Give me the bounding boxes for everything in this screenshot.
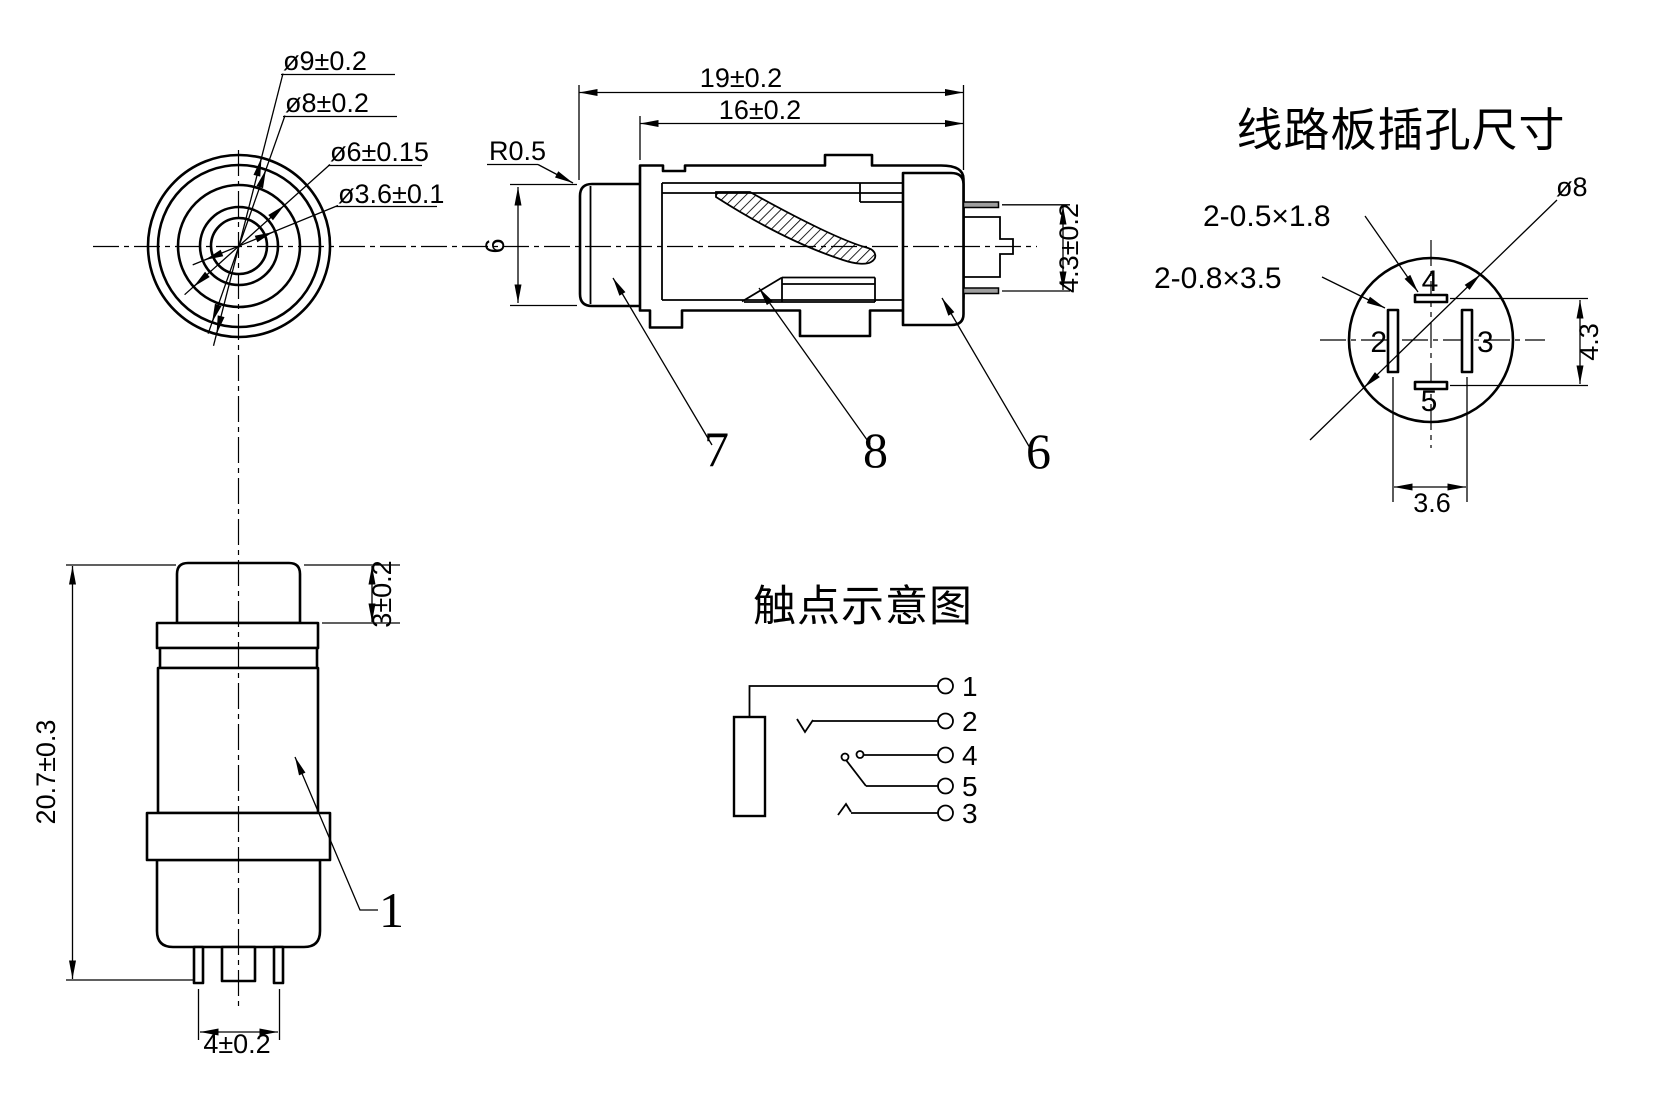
terminal-label-1: 1 [962, 671, 978, 702]
wire-terminal-1 [748, 685, 938, 717]
ring-contact-mark [837, 802, 852, 816]
flange [155, 621, 320, 650]
terminal-label-2: 2 [962, 706, 978, 737]
leader-balloon-8 [758, 287, 871, 445]
dim-diameter-9: ø9±0.2 [283, 46, 367, 76]
pcb-pin-label-2: 2 [1370, 326, 1387, 359]
balloon-6: 6 [1026, 423, 1051, 479]
leader-balloon-6 [941, 297, 1031, 449]
dim-overall-length: 19±0.2 [700, 63, 782, 93]
dia8-arrow-upper [1464, 274, 1481, 290]
dim-slot-small: 2-0.5×1.8 [1203, 200, 1331, 233]
side-section-view: 19±0.2 16±0.2 R0.5 6 4.3±0.2 7 8 6 [480, 63, 1084, 479]
dim-body-length: 16±0.2 [719, 95, 801, 125]
elev-pin-left [192, 945, 205, 985]
plug-symbol [732, 715, 767, 818]
dim-diameter-6: ø6±0.15 [330, 137, 429, 167]
leader-balloon-7 [612, 277, 713, 446]
pcb-slot-5 [1413, 380, 1449, 391]
dim-cap-height: 3±0.2 [367, 560, 397, 627]
arrow-dia8-far [211, 303, 222, 323]
dim-radius: R0.5 [489, 136, 546, 166]
pcb-hole-view: 线路板插孔尺寸 4 2 3 5 ø8 2-0.5×1.8 2-0.8×3.5 4… [1154, 104, 1604, 518]
balloon-1: 1 [379, 882, 404, 938]
dim-total-height: 20.7±0.3 [31, 720, 61, 825]
pcb-pin-label-3: 3 [1477, 326, 1494, 359]
terminal-label-3: 3 [962, 798, 978, 829]
terminal-circle-3 [937, 804, 954, 822]
front-view: ø9±0.2 ø8±0.2 ø6±0.15 ø3.6±0.1 [146, 46, 444, 346]
arrow-dia36-near [254, 231, 274, 243]
spring-contact-hatched [715, 191, 877, 265]
pcb-pin-label-5: 5 [1421, 385, 1438, 418]
pcb-slot-4 [1413, 293, 1449, 304]
balloon-8: 8 [863, 422, 888, 478]
dim-pin-span: 4±0.2 [203, 1029, 270, 1059]
balloon-7: 7 [704, 421, 729, 477]
terminal-circle-5 [937, 777, 954, 795]
elevation-view: 20.7±0.3 3±0.2 4±0.2 1 [31, 560, 404, 1059]
arrow-dia6-near [268, 204, 285, 221]
elev-pin-right [272, 945, 285, 985]
bushing-outline [578, 182, 640, 308]
dim-pcb-diameter: ø8 [1556, 172, 1588, 202]
terminal-label-4: 4 [962, 740, 978, 771]
pcb-slot-2 [1386, 308, 1400, 374]
arrow-dia8-near [256, 169, 267, 189]
leader-slot-small [1364, 215, 1419, 293]
tip-contact-mark [796, 718, 814, 734]
dia8-arrow-lower [1363, 372, 1380, 388]
pcb-view-title: 线路板插孔尺寸 [1237, 104, 1566, 156]
terminal-circle-2 [937, 712, 954, 730]
terminal-circle-4 [937, 746, 954, 764]
bottom-pin [962, 287, 1000, 295]
leader-balloon-1 [294, 756, 378, 911]
leader-dia8 [207, 115, 286, 334]
dim-pcb-vertical-pitch: 4.3 [1574, 323, 1604, 361]
pcb-pin-label-4: 4 [1422, 265, 1439, 298]
switch-contact-circle [855, 750, 865, 759]
switch-pivot-circle [840, 752, 850, 762]
arrow-dia6-far [193, 271, 210, 288]
switch-arm [845, 759, 867, 787]
pcb-slot-3 [1460, 308, 1474, 374]
end-cap [901, 171, 965, 327]
dim-diameter-8: ø8±0.2 [285, 88, 369, 118]
leader-dia9 [212, 73, 284, 346]
terminal-circle-1 [937, 677, 954, 695]
dim-diameter-3-6: ø3.6±0.1 [338, 179, 444, 209]
schematic-title: 触点示意图 [753, 583, 973, 631]
dim-slot-large: 2-0.8×3.5 [1154, 262, 1282, 295]
dim-pcb-horizontal-pitch: 3.6 [1413, 488, 1451, 518]
arrow-dia36-far [204, 249, 224, 261]
dia8-diagonal-line [1309, 199, 1558, 441]
contact-schematic: 触点示意图 1 2 4 5 3 [732, 583, 978, 829]
terminal-label-5: 5 [962, 771, 978, 802]
leader-r05 [537, 163, 574, 184]
dim-pin-spacing: 4.3±0.2 [1054, 203, 1084, 293]
leader-slot-large [1321, 276, 1386, 309]
centerlines [93, 150, 1037, 1010]
top-pin [962, 201, 1000, 209]
